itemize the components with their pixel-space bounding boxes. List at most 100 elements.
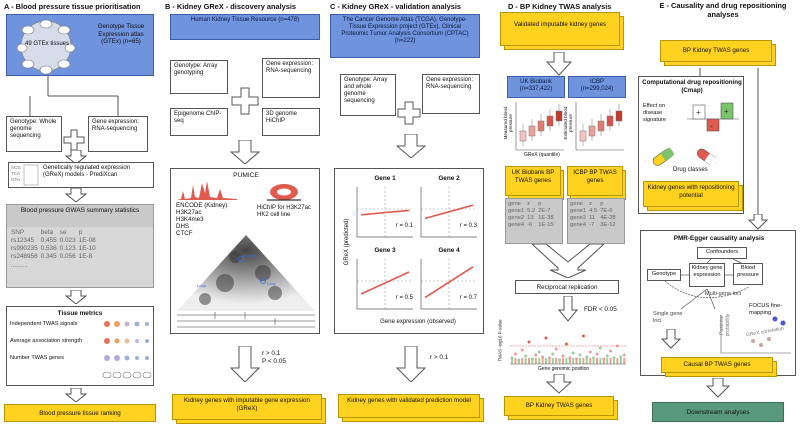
gene-r: r = 0.7 xyxy=(459,295,477,301)
pumice-title: PUMICE xyxy=(233,172,259,179)
gene-r: r = 0.5 xyxy=(395,295,413,301)
manhattan-bar xyxy=(524,358,527,364)
manhattan-bar xyxy=(613,358,615,364)
box xyxy=(537,120,545,132)
confounders-box: Confounders xyxy=(697,247,747,259)
mark-2: H3K4me3 xyxy=(176,216,204,223)
down-arrow-d2 xyxy=(558,296,578,322)
plus-sign-2: + xyxy=(724,107,729,116)
plus-sign: + xyxy=(696,108,701,117)
single-gene-label: Single gene loci xyxy=(653,311,683,324)
focus-label: FOCUS fine-mapping xyxy=(749,303,783,316)
hichip-loop-icon xyxy=(267,184,301,201)
models-label: Genetically regulated expression (GReX) … xyxy=(43,165,131,178)
box xyxy=(606,115,614,127)
manhattan-bar xyxy=(528,358,530,364)
epigenome-box: Epigenome ChIP-seq xyxy=(170,108,228,136)
manhattan-point xyxy=(551,352,555,356)
panel-b-title: B - Kidney GReX - discovery analysis xyxy=(165,2,297,11)
d-ylabel-right: Estimated blood pressure xyxy=(563,106,573,140)
metric-3: Number TWAS genes xyxy=(10,355,65,361)
manhattan-point xyxy=(534,353,538,357)
validation-plot-box: GReX (predicted) Gene expression (observ… xyxy=(334,168,484,334)
e-top-genes: BP Kidney TWAS genes xyxy=(660,40,772,62)
gwas-box: Blood pressure GWAS summary statistics S… xyxy=(6,204,154,288)
pmr-box: PMR-Egger causality analysis Confounders… xyxy=(640,230,796,377)
svg-text:TCA: TCA xyxy=(11,171,20,176)
genotype-node: Genotype xyxy=(647,269,681,281)
focus-plot xyxy=(720,315,791,354)
down-arrow-e1 xyxy=(748,214,768,230)
icbp-box: ICBP (n=299,024) xyxy=(568,76,626,98)
c-xlabel: Gene expression (observed) xyxy=(380,319,456,325)
gene-name: Gene 1 xyxy=(374,175,396,182)
down-arrow-b2 xyxy=(230,346,260,382)
manhattan-bar xyxy=(521,358,524,364)
encode-label: ENCODE (Kidney): H3K27ac H3K4me3 DHS CTC… xyxy=(176,202,229,237)
replication-box: Reciprocal replication xyxy=(515,280,619,294)
manhattan-point xyxy=(513,352,517,356)
threshold-p: P < 0.05 xyxy=(262,358,286,365)
box xyxy=(579,130,587,142)
result-a: Blood pressure tissue ranking xyxy=(4,404,156,422)
expression-box-c: Gene expression: RNA-sequencing xyxy=(422,74,480,114)
manhattan-point xyxy=(578,353,582,357)
manhattan-point xyxy=(571,351,575,355)
validated-genes: Validated imputable kidney genes xyxy=(500,12,620,46)
icbp-genes: ICBP BP TWAS genes xyxy=(567,166,623,196)
manhattan-bar xyxy=(545,358,547,364)
gene-name: Gene 2 xyxy=(438,175,460,182)
box xyxy=(519,130,527,142)
manhattan-bar xyxy=(592,358,595,364)
manhattan-bar xyxy=(585,358,588,364)
manhattan-bar xyxy=(534,358,537,364)
down-arrow-a1 xyxy=(64,150,88,164)
manhattan-ylabel: TWAS -log10 P-value xyxy=(497,319,503,362)
manhattan-bar xyxy=(541,358,544,364)
metrics-box: Tissue metrics Independent TWAS signals … xyxy=(6,306,154,386)
genotype-box-b: Genotype: Array genotyping xyxy=(170,60,228,94)
box xyxy=(597,120,605,132)
manhattan-bar xyxy=(517,360,520,364)
box xyxy=(615,110,623,122)
box xyxy=(528,125,536,137)
manhattan-point xyxy=(564,342,568,346)
expression-box-a: Gene expression: RNA-sequencing xyxy=(88,116,148,152)
pmr-arrows xyxy=(664,258,750,310)
gene-plot xyxy=(420,259,477,310)
merge-arrow xyxy=(531,244,605,278)
panel-d-title: D - BP Kidney TWAS analysis xyxy=(508,2,612,11)
downstream: Downstream analyses xyxy=(652,402,784,422)
domain-label: Domain xyxy=(243,253,257,258)
ukb-box: UK Biobank (n=337,422) xyxy=(507,76,565,98)
mark-4: CTCF xyxy=(176,230,193,237)
hichip-box: 3D genome HiChIP xyxy=(262,108,320,136)
metrics-title: Tissue metrics xyxy=(57,310,103,317)
ukb-genes: UK Biobank BP TWAS genes xyxy=(505,166,561,196)
manhattan-plot xyxy=(510,334,626,365)
cmap-box: Computational drug repositioning (Cmap) … xyxy=(638,76,744,214)
gene-plot xyxy=(356,259,413,310)
expression-box-b: Gene expression: RNA-sequencing xyxy=(262,58,320,98)
down-arrow-e3 xyxy=(706,378,730,398)
metrics-dots xyxy=(102,321,152,379)
metric-1: Independent TWAS signals xyxy=(10,321,78,327)
down-arrow-a2 xyxy=(64,188,88,202)
manhattan-bar xyxy=(579,358,581,364)
manhattan-bar xyxy=(548,358,551,364)
manhattan-bar xyxy=(562,358,564,364)
manhattan-bar xyxy=(589,358,592,364)
manhattan-point xyxy=(585,355,589,359)
manhattan-bar xyxy=(606,358,609,364)
